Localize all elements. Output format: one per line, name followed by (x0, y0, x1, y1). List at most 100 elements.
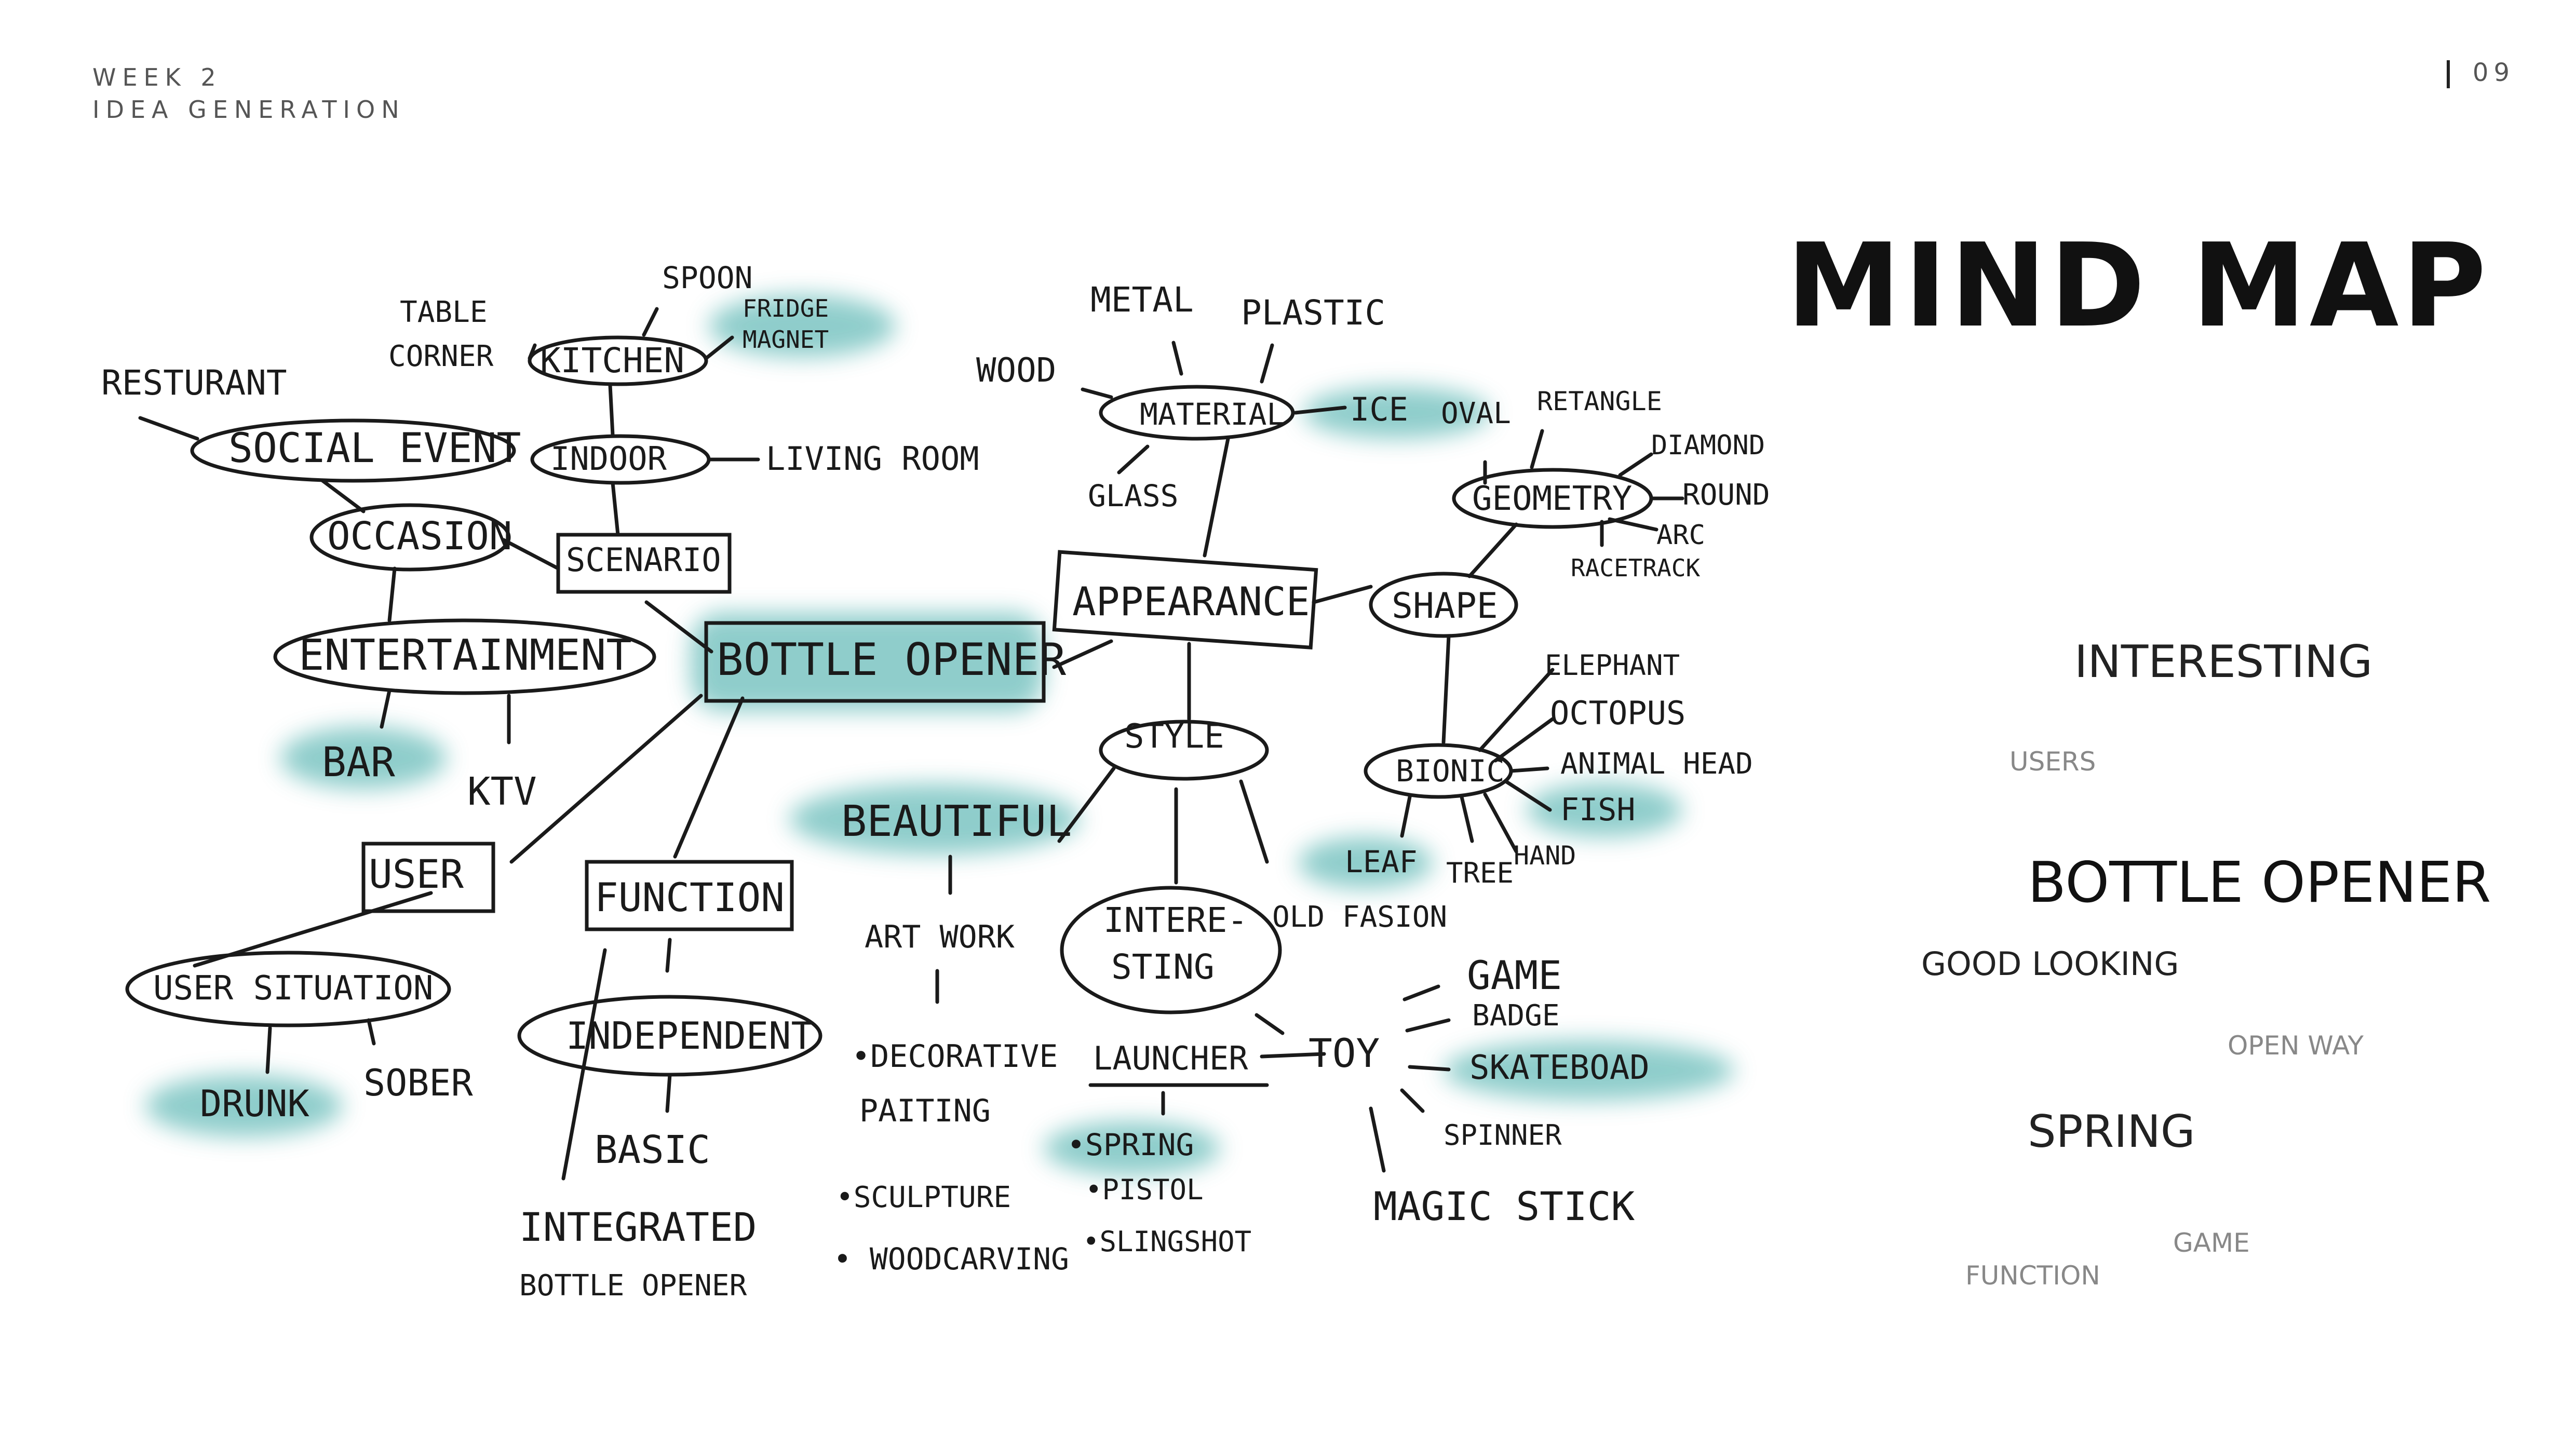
node-racetrack: RACETRACK (1571, 554, 1701, 582)
node-outline-style (1099, 720, 1269, 781)
link-user-situation-sober (367, 1018, 376, 1046)
node-outline-social-event (190, 418, 516, 483)
node-octopus: OCTOPUS (1550, 694, 1685, 732)
page-number-divider (2446, 60, 2450, 88)
node-entertainment: ENTERTAINMENT (299, 631, 632, 680)
node-spring: •SPRING (1067, 1127, 1194, 1162)
mind-map-labels: RESTURANT TABLE CORNER SPOON KITCHEN FRI… (101, 260, 1770, 1303)
node-game: GAME (1467, 952, 1562, 998)
node-function: FUNCTION (595, 874, 785, 920)
link-geometry-diamond (1618, 452, 1653, 477)
node-basic: BASIC (595, 1128, 710, 1172)
link-appearance-shape (1312, 585, 1373, 604)
node-occasion: OCCASION (327, 514, 512, 559)
link-toy-badge (1405, 1018, 1451, 1033)
node-bottle-opener: BOTTLE OPENER (717, 634, 1066, 686)
node-fish: FISH (1560, 792, 1636, 828)
link-bionic-animal-head (1509, 766, 1549, 773)
node-tree: TREE (1446, 857, 1514, 889)
highlight-fridge-magnet (709, 295, 896, 357)
node-user: USER (369, 851, 464, 897)
node-bionic: BIONIC (1396, 753, 1505, 789)
node-scenario: SCENARIO (566, 541, 721, 579)
node-arc: ARC (1656, 520, 1705, 551)
link-entertainment-bar (380, 688, 392, 729)
cloud-word-game: GAME (2173, 1228, 2250, 1258)
node-sculpture: •SCULPTURE (836, 1181, 1011, 1214)
node-outline-bottle-opener (704, 621, 1046, 703)
node-wood: WOOD (976, 351, 1056, 390)
link-user-user-situation (193, 891, 433, 968)
node-plastic: PLASTIC (1241, 293, 1385, 333)
node-kitchen: KITCHEN (540, 341, 684, 381)
node-metal: METAL (1090, 280, 1194, 320)
mind-map-connectors (125, 307, 1684, 1181)
node-animal-head: ANIMAL HEAD (1560, 747, 1753, 781)
cloud-word-open-way: OPEN WAY (2228, 1031, 2364, 1061)
link-bionic-fish (1504, 779, 1552, 812)
node-outline-entertainment (273, 618, 656, 695)
link-retangle-geometry (1530, 429, 1544, 469)
node-interesting-1: INTERE- (1103, 900, 1248, 940)
node-spoon: SPOON (662, 260, 753, 295)
link-bionic-octopus (1493, 717, 1555, 763)
link-spoon-kitchen (642, 307, 659, 337)
link-table-kitchen (528, 343, 537, 360)
node-drunk: DRUNK (200, 1082, 309, 1125)
highlight-bar (280, 727, 447, 789)
node-retangle: RETANGLE (1537, 386, 1662, 416)
node-glass: GLASS (1088, 478, 1179, 513)
node-fridge: FRIDGE (743, 294, 829, 322)
node-diamond: DIAMOND (1651, 430, 1765, 461)
node-old-fashion: OLD FASION (1272, 900, 1447, 934)
node-art-work: ART WORK (865, 919, 1015, 955)
cloud-word-function: FUNCTION (1965, 1261, 2100, 1291)
node-outline-user (361, 842, 495, 913)
node-slingshot: •SLINGSHOT (1083, 1225, 1251, 1258)
node-social-event: SOCIAL EVENT (228, 425, 521, 472)
highlight-spring (1044, 1121, 1220, 1175)
node-outline-interesting (1060, 886, 1282, 1014)
node-outline-user-situation (125, 951, 451, 1027)
link-social-event-occasion (320, 478, 366, 513)
node-toy: TOY (1309, 1030, 1380, 1076)
node-leaf: LEAF (1345, 844, 1418, 879)
link-kitchen-fridge-magnet (704, 335, 734, 360)
link-function-independent (665, 938, 672, 973)
link-geometry-arc (1608, 517, 1658, 532)
node-integrated: INTEGRATED (519, 1204, 757, 1250)
node-ice: ICE (1350, 390, 1408, 428)
link-interesting-toy (1255, 1013, 1285, 1035)
highlight-bottle-opener (691, 613, 1044, 711)
link-toy-skateboard (1408, 1065, 1451, 1072)
node-style: STYLE (1124, 717, 1224, 756)
node-outline-scenario (556, 533, 732, 594)
node-outline-occasion (309, 503, 511, 572)
slide-header: WEEK 2 IDEA GENERATION (92, 61, 406, 126)
node-skateboard: SKATEBOAD (1469, 1049, 1650, 1087)
link-toy-game (1402, 984, 1440, 1001)
node-ktv: KTV (467, 769, 537, 814)
node-hand: HAND (1514, 841, 1576, 871)
node-round: ROUND (1682, 478, 1770, 512)
link-indoor-scenario (611, 481, 620, 537)
page-number-value: 09 (2472, 58, 2515, 87)
highlight-leaf (1298, 837, 1433, 889)
cloud-word-good-looking: GOOD LOOKING (1921, 945, 2179, 983)
mind-map: RESTURANT TABLE CORNER SPOON KITCHEN FRI… (101, 260, 1770, 1303)
node-outline-shape (1369, 572, 1518, 638)
node-restaurant: RESTURANT (101, 363, 287, 403)
cloud-word-spring: SPRING (2028, 1106, 2195, 1158)
node-badge: BADGE (1472, 999, 1560, 1033)
node-woodcarving: • WOODCARVING (833, 1241, 1069, 1277)
week-label: WEEK 2 (92, 63, 222, 91)
node-magnet: MAGNET (743, 326, 829, 354)
node-outline-function (585, 860, 794, 931)
cloud-word-bottle-opener: BOTTLE OPENER (2028, 850, 2491, 915)
link-function-integrated (561, 948, 607, 1181)
node-user-situation: USER SITUATION (153, 969, 433, 1008)
link-bionic-hand (1483, 792, 1518, 854)
node-beautiful: BEAUTIFUL (841, 797, 1072, 846)
node-table: TABLE (400, 295, 488, 329)
node-outline-material (1099, 385, 1295, 441)
